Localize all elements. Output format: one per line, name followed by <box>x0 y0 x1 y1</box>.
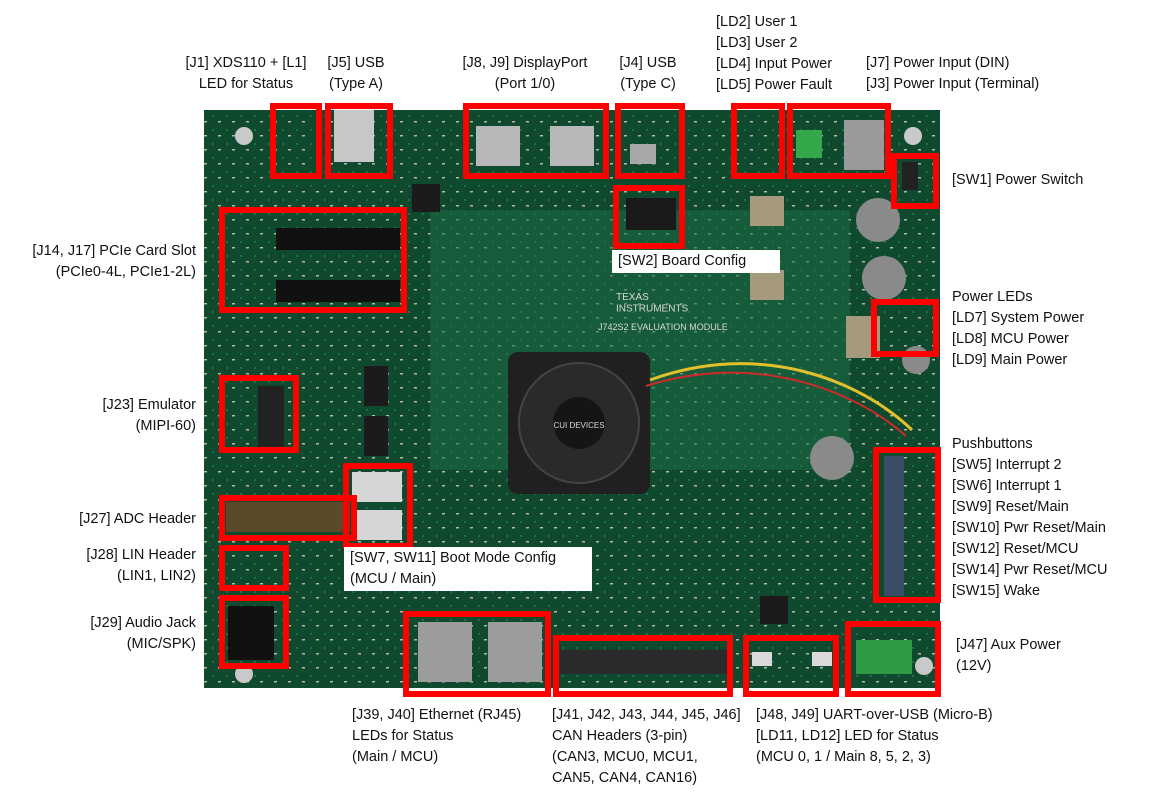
label-sw1-power-switch: [SW1] Power Switch <box>952 172 1084 188</box>
chip-3 <box>364 416 388 456</box>
label-sw7-sw11-boot-mode: [SW7, SW11] Boot Mode Config (MCU / Main… <box>344 547 592 591</box>
label-j28-lin-header: [J28] LIN Header (LIN1, LIN2) <box>86 547 196 584</box>
fan-cable <box>649 362 914 432</box>
audio-jack-body <box>228 606 274 660</box>
inductor-2 <box>750 270 784 300</box>
highlight-j4-usb-c <box>615 103 685 179</box>
label-j23-emulator: [J23] Emulator (MIPI-60) <box>102 397 197 434</box>
label-power-leds: Power LEDs [LD7] System Power [LD8] MCU … <box>952 289 1085 368</box>
label-led-group: [LD2] User 1 [LD3] User 2 [LD4] Input Po… <box>716 14 833 93</box>
board-config-dip <box>626 198 676 230</box>
highlight-sw1-power-switch <box>891 153 939 209</box>
capacitor-1 <box>856 198 900 242</box>
label-j29-audio-jack: [J29] Audio Jack (MIC/SPK) <box>90 615 196 652</box>
pushbutton-column <box>884 456 904 596</box>
label-j39-j40-ethernet: [J39, J40] Ethernet (RJ45) LEDs for Stat… <box>352 707 522 765</box>
label-j7-j3-power: [J7] Power Input (DIN) [J3] Power Input … <box>866 55 1040 92</box>
displayport-1 <box>550 126 594 166</box>
displayport-0 <box>476 126 520 166</box>
mount-screw-tl <box>235 127 253 145</box>
capacitor-3 <box>810 436 854 480</box>
pcie-slot-2 <box>276 280 400 302</box>
board-model-text: J742S2 EVALUATION MODULE <box>598 322 728 332</box>
micro-usb-port-0 <box>752 652 772 666</box>
inductor-1 <box>750 196 784 226</box>
chip-4 <box>760 596 788 624</box>
can-header-strip <box>560 650 728 674</box>
label-pushbuttons: Pushbuttons [SW5] Interrupt 2 [SW6] Inte… <box>952 436 1108 599</box>
fan-brand-text: CUI DEVICES <box>553 421 604 430</box>
label-j27-adc-header: [J27] ADC Header <box>79 511 196 527</box>
highlight-sw2-board-config <box>613 185 685 249</box>
label-j14-j17-pcie: [J14, J17] PCIe Card Slot (PCIe0-4L, PCI… <box>32 243 196 280</box>
power-switch-body <box>902 162 918 190</box>
highlight-pushbuttons <box>873 447 941 603</box>
highlight-j27-adc-header <box>219 495 357 541</box>
label-sw2-board-config: [SW2] Board Config <box>612 250 780 273</box>
label-j1-xds110: [J1] XDS110 + [L1] LED for Status <box>185 55 307 92</box>
usb-a-port <box>334 110 374 162</box>
highlight-power-leds <box>871 299 939 357</box>
highlight-j29-audio-jack <box>219 595 289 669</box>
power-terminal <box>796 130 822 158</box>
capacitor-2 <box>862 256 906 300</box>
highlight-j7-j3-power <box>787 103 891 179</box>
fan-cable-red <box>645 371 907 437</box>
highlight-led-group <box>731 103 785 179</box>
aux-power-terminal <box>856 640 912 674</box>
boot-mode-dip-2 <box>352 510 402 540</box>
chip-1 <box>412 184 440 212</box>
label-j48-j49-uart: [J48, J49] UART-over-USB (Micro-B) [LD11… <box>756 707 993 765</box>
pcie-slot-1 <box>276 228 400 250</box>
capacitor-4 <box>902 346 930 374</box>
cooling-fan-hub <box>553 397 605 449</box>
label-j5-usb-a: [J5] USB (Type A) <box>327 55 385 92</box>
emulator-connector <box>258 386 284 448</box>
highlight-can-headers <box>553 635 733 697</box>
boot-mode-dip-1 <box>352 472 402 502</box>
highlight-j47-aux-power <box>845 621 941 697</box>
rj45-port-1 <box>488 622 542 682</box>
mount-screw-bl <box>235 665 253 683</box>
chip-2 <box>364 366 388 406</box>
label-can-headers: [J41, J42, J43, J44, J45, J46] CAN Heade… <box>552 707 741 786</box>
highlight-j1-xds110 <box>270 103 322 179</box>
label-j4-usb-c: [J4] USB (Type C) <box>619 55 677 92</box>
highlight-j48-j49-uart <box>743 635 839 697</box>
highlight-j28-lin-header <box>219 545 289 591</box>
usb-c-port <box>630 144 656 164</box>
label-j47-aux-power: [J47] Aux Power (12V) <box>956 637 1061 674</box>
adc-header-pins <box>226 502 350 532</box>
mount-screw-tr <box>904 127 922 145</box>
highlight-j5-usb-a <box>325 103 393 179</box>
highlight-j8-j9-displayport <box>463 103 609 179</box>
highlight-j23-emulator <box>219 375 299 453</box>
mount-screw-br <box>915 657 933 675</box>
rj45-port-0 <box>418 622 472 682</box>
highlight-j39-j40-ethernet <box>403 611 551 697</box>
label-j8-j9-displayport: [J8, J9] DisplayPort (Port 1/0) <box>462 55 588 92</box>
highlight-sw7-sw11-boot-mode <box>343 463 413 549</box>
micro-usb-port-1 <box>812 652 832 666</box>
highlight-j14-j17-pcie <box>219 207 407 313</box>
din-power-jack <box>844 120 884 170</box>
